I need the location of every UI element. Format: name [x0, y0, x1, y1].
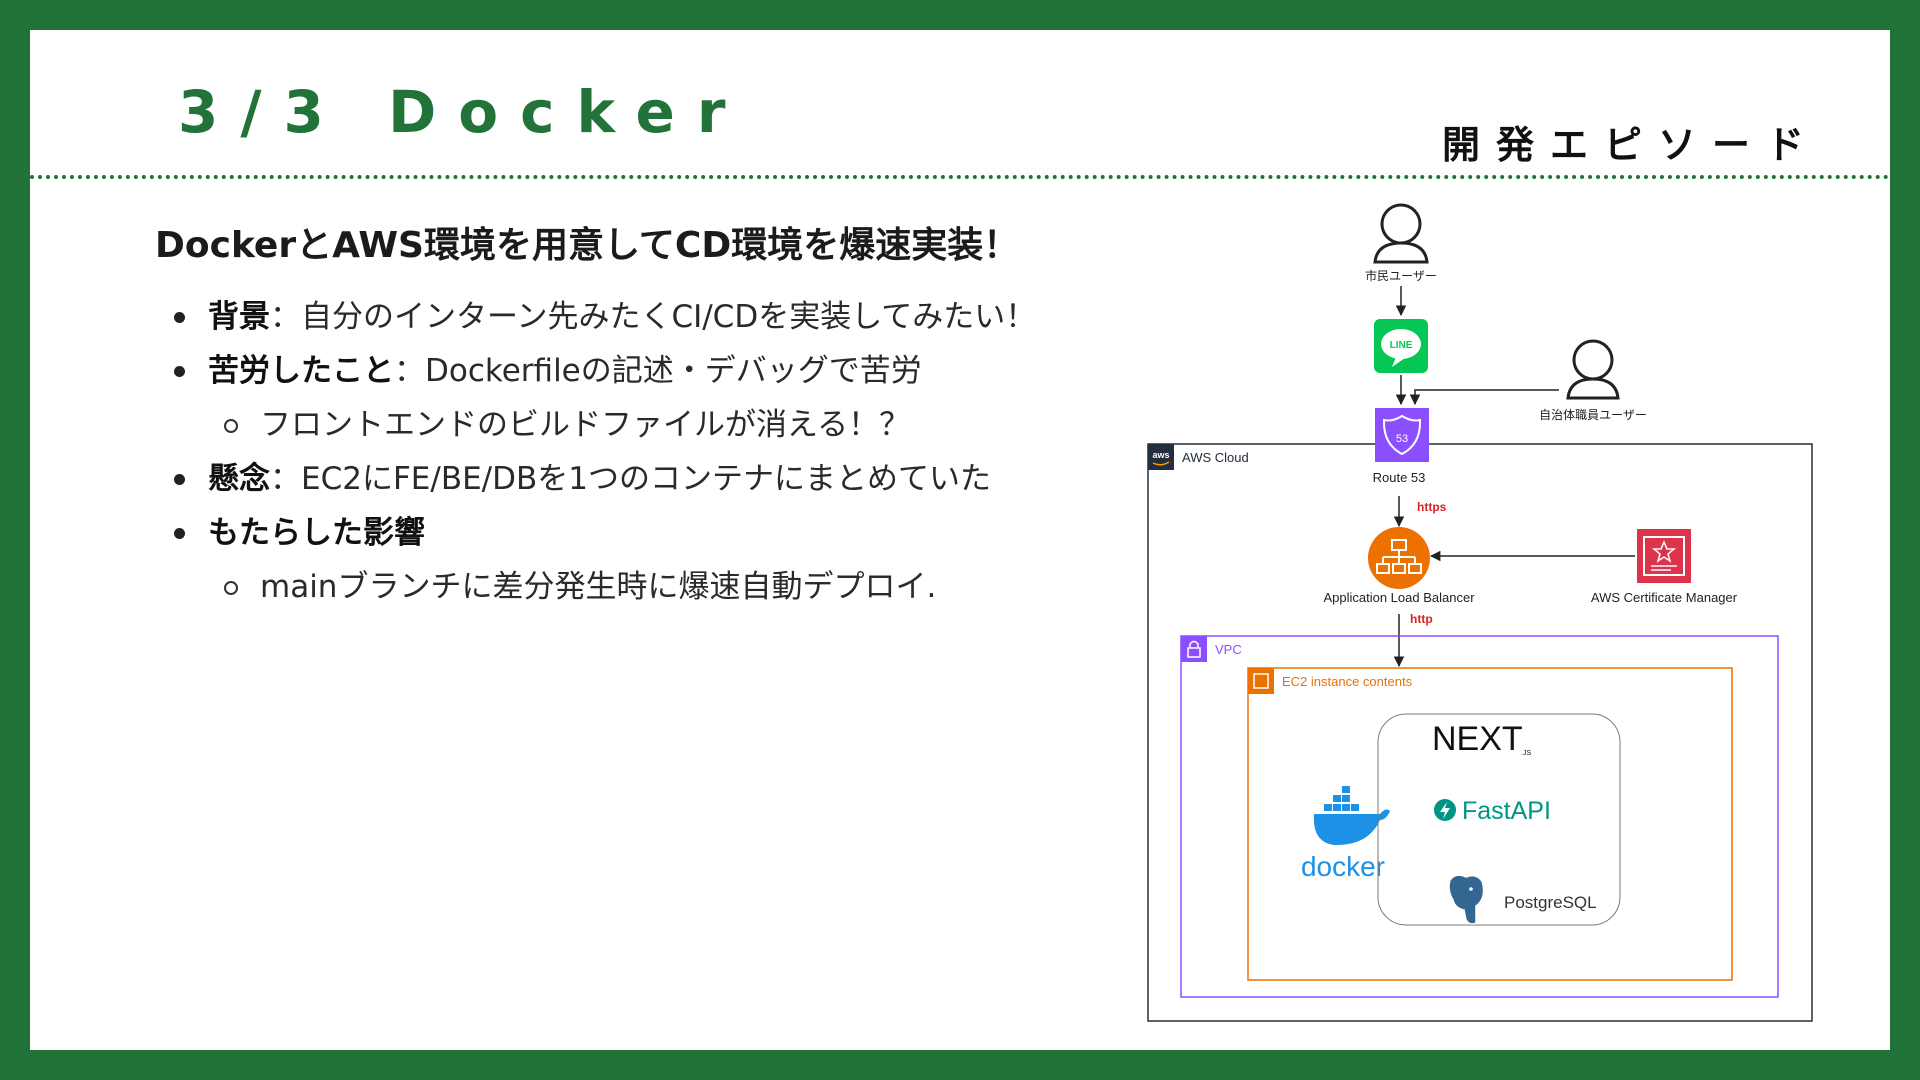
alb-label: Application Load Balancer: [1323, 590, 1475, 605]
bullet-text: EC2にFE/BE/DBを1つのコンテナにまとめていた: [301, 461, 991, 497]
postgresql-wordmark: PostgreSQL: [1504, 893, 1597, 912]
postgresql-elephant-icon: [1448, 874, 1485, 925]
aws-cloud-label: AWS Cloud: [1182, 450, 1249, 465]
acm-label: AWS Certificate Manager: [1591, 590, 1738, 605]
aws-logo-icon: aws: [1148, 444, 1174, 470]
bullet-list: 背景：自分のインターン先みたくCI/CDを実装してみたい！ 苦労したこと：Doc…: [170, 290, 1036, 614]
https-label: https: [1417, 500, 1447, 514]
citizen-user-icon: [1373, 203, 1429, 264]
slide-title: 3/3 Docker: [178, 78, 748, 146]
ec2-label: EC2 instance contents: [1282, 674, 1413, 689]
nextjs-suffix: .JS: [1521, 750, 1531, 757]
bullet-concern: 懸念：EC2にFE/BE/DBを1つのコンテナにまとめていた: [170, 452, 1036, 506]
line-logo-text: LINE: [1390, 340, 1413, 351]
bullet-text: フロントエンドのビルドファイルが消える！？: [260, 407, 911, 443]
bullet-impact: もたらした影響: [170, 506, 1036, 560]
aws-logo-text: aws: [1152, 450, 1169, 460]
arrow-gov-to-route53: [1409, 389, 1559, 406]
sub-bullet-build-files: フロントエンドのビルドファイルが消える！？: [170, 398, 1036, 452]
bullet-separator: ：: [270, 461, 301, 497]
nextjs-wordmark: NEXT: [1432, 720, 1523, 758]
dotted-divider: [30, 175, 1890, 179]
alb-icon: [1368, 527, 1430, 589]
vpc-group: [1180, 635, 1779, 998]
bullet-text: mainブランチに差分発生時に爆速自動デプロイ.: [260, 569, 937, 605]
aws-cloud-group: [1147, 443, 1813, 1022]
ec2-chip-icon: [1248, 668, 1274, 694]
gov-user-label: 自治体職員ユーザー: [1539, 408, 1647, 422]
fastapi-bolt-icon: [1434, 799, 1456, 821]
vpc-label: VPC: [1215, 642, 1242, 657]
docker-whale-icon: [1313, 786, 1390, 846]
http-label: http: [1410, 612, 1433, 626]
bullet-text: 自分のインターン先みたくCI/CDを実装してみたい！: [301, 299, 1037, 335]
bullet-label: 懸念: [208, 461, 270, 497]
bullet-separator: ：: [394, 353, 425, 389]
docker-wordmark: docker: [1301, 851, 1385, 882]
gov-user-icon: [1566, 339, 1620, 400]
bullet-label: 背景: [208, 299, 270, 335]
ec2-group: [1247, 667, 1733, 981]
bullet-label: 苦労したこと: [208, 353, 394, 389]
bullet-background: 背景：自分のインターン先みたくCI/CDを実装してみたい！: [170, 290, 1036, 344]
line-logo-icon: LINE: [1374, 319, 1428, 373]
bullet-separator: ：: [270, 299, 301, 335]
slide-subtitle: 開発エピソード: [1441, 123, 1820, 167]
route53-icon: 53: [1375, 408, 1429, 462]
vpc-lock-icon: [1181, 636, 1207, 662]
slide-heading: DockerとAWS環境を用意してCD環境を爆速実装！: [155, 225, 1020, 266]
slide: 3/3 Docker 開発エピソード DockerとAWS環境を用意してCD環境…: [30, 30, 1890, 1050]
fastapi-wordmark: FastAPI: [1462, 797, 1551, 825]
container-box: [1377, 713, 1621, 926]
bullet-hardship: 苦労したこと：Dockerfileの記述・デバッグで苦労: [170, 344, 1036, 398]
sub-bullet-auto-deploy: mainブランチに差分発生時に爆速自動デプロイ.: [170, 560, 1036, 614]
citizen-user-label: 市民ユーザー: [1365, 268, 1437, 283]
bullet-label: もたらした影響: [208, 515, 425, 551]
architecture-diagram: 市民ユーザー 自治体職員ユーザー LINE aws AWS Cloud: [1147, 203, 1813, 1022]
route53-badge-text: 53: [1396, 433, 1408, 445]
route53-label: Route 53: [1373, 470, 1426, 485]
acm-certificate-icon: [1637, 529, 1691, 583]
bullet-text: Dockerfileの記述・デバッグで苦労: [425, 353, 922, 389]
